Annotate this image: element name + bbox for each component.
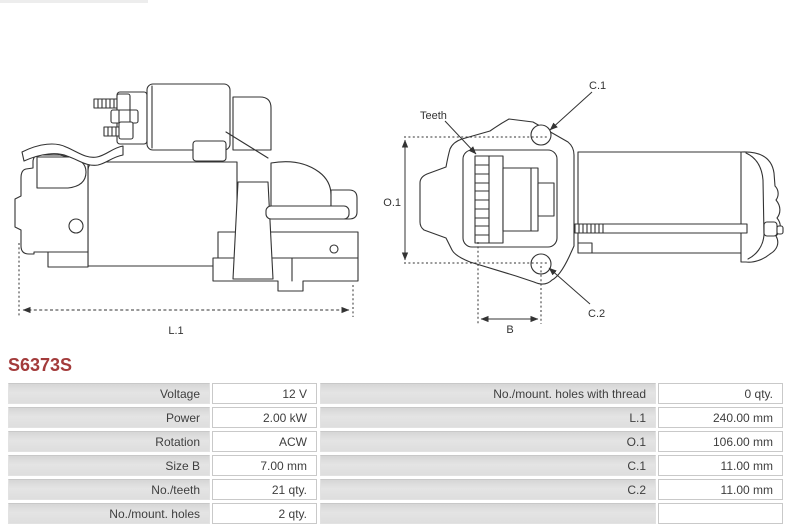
callout-teeth: Teeth xyxy=(420,110,477,155)
cable xyxy=(21,143,124,166)
spec-row: Rotation ACW xyxy=(8,431,317,452)
spec-value: 12 V xyxy=(212,383,317,404)
spec-value: 2.00 kW xyxy=(212,407,317,428)
spec-label: C.2 xyxy=(320,479,656,500)
spec-label: Power xyxy=(8,407,210,428)
spec-value xyxy=(658,503,783,524)
spec-value: 2 qty. xyxy=(212,503,317,524)
spec-label: C.1 xyxy=(320,455,656,476)
spec-label: L.1 xyxy=(320,407,656,428)
drive-end-housing xyxy=(212,96,359,292)
solenoid-body xyxy=(146,83,231,151)
callout-c1: C.1 xyxy=(549,80,606,131)
housing-hole xyxy=(68,218,84,234)
spec-row: L.1 240.00 mm xyxy=(320,407,783,428)
spec-label: Rotation xyxy=(8,431,210,452)
spec-row: Power 2.00 kW xyxy=(8,407,317,428)
part-number-link[interactable]: S6373S xyxy=(8,355,73,375)
pinion-gear xyxy=(474,155,504,244)
dimension-o1: O.1 xyxy=(383,136,548,264)
motor-cylinder xyxy=(577,151,747,254)
terminal-studs xyxy=(93,93,139,140)
spec-value: 106.00 mm xyxy=(658,431,783,452)
mount-hole-c1 xyxy=(530,124,552,146)
spec-row: Size B 7.00 mm xyxy=(8,455,317,476)
spec-row: No./mount. holes 2 qty. xyxy=(8,503,317,524)
spec-value: 7.00 mm xyxy=(212,455,317,476)
mount-hole-c2 xyxy=(530,253,552,275)
brush-cover xyxy=(36,156,87,189)
spec-label: No./mount. holes xyxy=(8,503,210,524)
solenoid-switch-box xyxy=(192,140,227,162)
drive-clutch xyxy=(502,167,555,232)
spec-label: No./teeth xyxy=(8,479,210,500)
spec-row: C.2 11.00 mm xyxy=(320,479,783,500)
spec-row: No./mount. holes with thread 0 qty. xyxy=(320,383,783,404)
spec-value: 11.00 mm xyxy=(658,455,783,476)
spec-label: O.1 xyxy=(320,431,656,452)
spec-value: 11.00 mm xyxy=(658,479,783,500)
dim-label-o1: O.1 xyxy=(383,197,401,209)
dim-label-l1: L.1 xyxy=(168,325,183,337)
motor-body xyxy=(87,161,238,267)
callout-label-c1: C.1 xyxy=(589,80,606,92)
spec-table-right: No./mount. holes with thread 0 qty. L.1 … xyxy=(320,383,783,524)
spec-row: O.1 106.00 mm xyxy=(320,431,783,452)
callout-label-c2: C.2 xyxy=(588,308,605,320)
spec-label: Voltage xyxy=(8,383,210,404)
spec-label xyxy=(320,503,656,524)
spec-value: ACW xyxy=(212,431,317,452)
spec-row: No./teeth 21 qty. xyxy=(8,479,317,500)
spec-table-left: Voltage 12 V Power 2.00 kW Rotation ACW … xyxy=(8,383,317,524)
scan-artifact xyxy=(0,0,148,3)
callout-c2: C.2 xyxy=(548,267,605,320)
spec-value: 240.00 mm xyxy=(658,407,783,428)
spec-label: No./mount. holes with thread xyxy=(320,383,656,404)
technical-drawings: L.1 xyxy=(14,80,784,337)
spec-tables: Voltage 12 V Power 2.00 kW Rotation ACW … xyxy=(8,383,783,524)
starter-front-view: O.1 B Teeth C.1 C.2 xyxy=(383,80,784,336)
callout-label-teeth: Teeth xyxy=(420,110,447,122)
spec-row: C.1 11.00 mm xyxy=(320,455,783,476)
spec-label: Size B xyxy=(8,455,210,476)
dim-label-b: B xyxy=(506,324,513,336)
spec-value: 0 qty. xyxy=(658,383,783,404)
spec-row xyxy=(320,503,783,524)
dimension-l1: L.1 xyxy=(18,243,354,337)
spec-row: Voltage 12 V xyxy=(8,383,317,404)
spec-value: 21 qty. xyxy=(212,479,317,500)
starter-side-view: L.1 xyxy=(14,83,359,337)
tie-bolt xyxy=(574,221,784,237)
dimension-b: B xyxy=(477,242,542,336)
